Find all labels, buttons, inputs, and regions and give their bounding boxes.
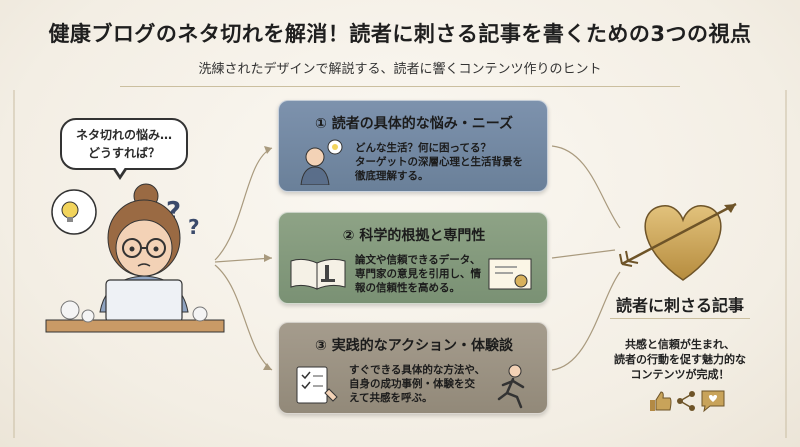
- subtitle-divider: [120, 86, 680, 87]
- result-line: コンテンツが完成！: [630, 368, 730, 381]
- card-body-line: すぐできる具体的な方法や、: [349, 364, 486, 376]
- result-line: 読者の行動を促す魅力的な: [614, 353, 746, 366]
- card-title: ③ 実践的なアクション・体験談: [314, 338, 514, 354]
- card-reader-needs: ① 読者の具体的な悩み・ニーズ どんな生活？何に困ってる？ ターゲットの深層心理…: [278, 100, 548, 192]
- card-body-line: えて共感を呼ぶ。: [349, 392, 433, 404]
- thumbs-up-icon: [650, 391, 672, 411]
- card-body-line: 徹底理解する。: [355, 170, 429, 182]
- engagement-icons: [650, 390, 725, 413]
- card-scientific-evidence: ② 科学的根拠と専門性 論文や信頼できるデータ、 専門家の意見を引用し、情 報の…: [278, 212, 548, 304]
- result-title: 読者に刺さる記事: [615, 296, 744, 315]
- card-body-line: 専門家の意見を引用し、情: [355, 268, 481, 280]
- card-body: どんな生活？何に困ってる？ ターゲットの深層心理と生活背景を 徹底理解する。: [355, 141, 541, 183]
- card-body: 論文や信頼できるデータ、 専門家の意見を引用し、情 報の信頼性を高める。: [355, 253, 487, 295]
- checklist-icon: [296, 366, 338, 404]
- result-divider: [610, 318, 750, 319]
- runner-icon: [497, 364, 525, 409]
- arrow-from-card1: [551, 145, 621, 229]
- crumpled-paper-icon: [60, 300, 80, 320]
- thinking-person-icon: [300, 139, 343, 185]
- book-microscope-icon: [290, 258, 346, 290]
- card-title: ① 読者の具体的な悩み・ニーズ: [314, 116, 514, 132]
- laptop-icon: [105, 279, 183, 323]
- certificate-icon: [488, 258, 532, 290]
- card-body-line: 自身の成功事例・体験を交: [349, 378, 475, 390]
- question-mark-icon: ?: [188, 215, 200, 239]
- thought-bubble: ネタ切れの悩み… どうすれば？: [60, 118, 188, 170]
- card-title: ② 科学的根拠と専門性: [342, 228, 486, 244]
- bubble-text-line1: ネタ切れの悩み…: [75, 128, 172, 142]
- page-subtitle: 洗練されたデザインで解説する、読者に響くコンテンツ作りのヒント: [198, 62, 602, 77]
- card-body-line: 論文や信頼できるデータ、: [355, 254, 481, 266]
- arrow-from-card3: [551, 271, 621, 371]
- arrow-to-card1: [214, 147, 273, 261]
- card-body-line: 報の信頼性を高める。: [355, 282, 460, 294]
- comment-heart-icon: [701, 390, 725, 413]
- card-body-line: ターゲットの深層心理と生活背景を: [355, 156, 523, 168]
- card-body-line: どんな生活？何に困ってる？: [355, 142, 491, 154]
- card-practical-actions: ③ 実践的なアクション・体験談 すぐできる具体的な方法や、 自身の成功事例・体験…: [278, 322, 548, 414]
- arrow-to-card3: [214, 264, 273, 371]
- page-title: 健康ブログのネタ切れを解消！読者に刺さる記事を書くための3つの視点: [48, 22, 752, 46]
- result-line: 共感と信頼が生まれ、: [624, 338, 736, 351]
- share-icon: [677, 391, 695, 411]
- lightbulb-icon: [61, 201, 79, 219]
- bubble-text-line2: どうすれば？: [87, 146, 160, 160]
- heart-arrow-icon: [619, 202, 737, 281]
- worried-blogger-illustration: ? ?: [45, 183, 225, 333]
- arrow-to-card2: [214, 257, 273, 263]
- card-body: すぐできる具体的な方法や、 自身の成功事例・体験を交 えて共感を呼ぶ。: [349, 363, 489, 405]
- arrow-from-card2: [551, 249, 616, 259]
- desk: [45, 319, 225, 333]
- result-body: 共感と信頼が生まれ、 読者の行動を促す魅力的な コンテンツが完成！: [570, 337, 790, 382]
